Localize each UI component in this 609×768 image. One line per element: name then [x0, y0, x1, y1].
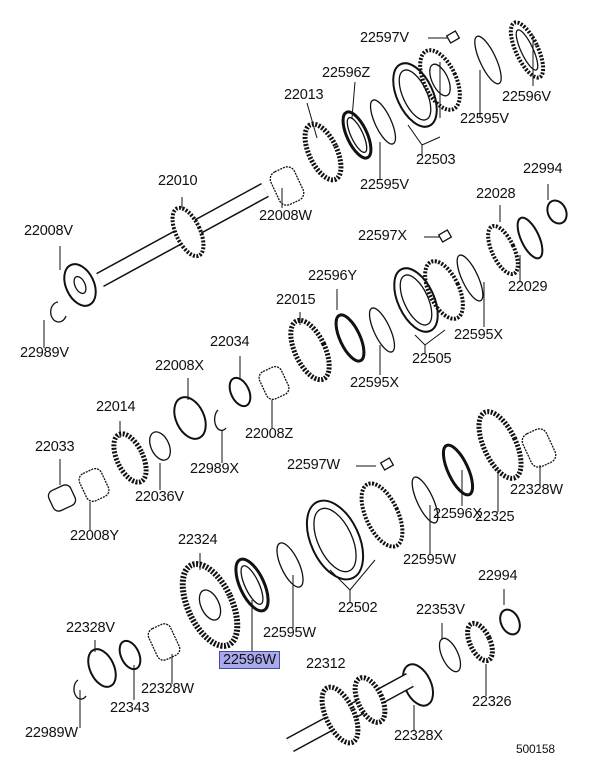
label-22503[interactable]: 22503	[416, 152, 456, 168]
label-22502[interactable]: 22502	[338, 600, 378, 616]
part-22989W-snap-ring	[73, 679, 87, 700]
part-22503-sleeve	[392, 62, 438, 128]
part-22353V-ring	[438, 637, 462, 673]
label-22029[interactable]: 22029	[508, 279, 548, 295]
label-22008Z[interactable]: 22008Z	[245, 426, 293, 442]
label-22596Y[interactable]: 22596Y	[308, 268, 357, 284]
label-22595W[interactable]: 22595W	[403, 552, 456, 568]
part-22595V-snap-ring	[474, 35, 502, 85]
diagram-code: 500158	[516, 742, 555, 756]
label-22994-2[interactable]: 22994	[478, 568, 518, 584]
part-22008Y-bearing	[78, 467, 110, 503]
label-22033[interactable]: 22033	[35, 439, 75, 455]
label-22597V[interactable]: 22597V	[360, 30, 409, 46]
label-22325[interactable]: 22325	[475, 509, 515, 525]
label-22595W-2[interactable]: 22595W	[263, 625, 316, 641]
label-22989X[interactable]: 22989X	[190, 461, 239, 477]
part-22502-sync-hub	[359, 481, 405, 549]
part-22595W-snap-ring-2	[276, 542, 304, 588]
part-22312-countershaft	[286, 672, 414, 753]
part-22596X-ring	[441, 443, 475, 497]
label-22328V[interactable]: 22328V	[66, 620, 115, 636]
part-22010-mainshaft	[96, 182, 269, 288]
label-22328W[interactable]: 22328W	[510, 482, 563, 498]
label-22595X[interactable]: 22595X	[454, 327, 503, 343]
part-22324-gear	[179, 561, 241, 649]
label-22014[interactable]: 22014	[96, 399, 136, 415]
label-22989W[interactable]: 22989W	[25, 725, 78, 741]
label-22324[interactable]: 22324	[178, 532, 218, 548]
label-22596X[interactable]: 22596X	[433, 506, 482, 522]
part-22595X-snap-ring	[456, 254, 484, 302]
part-22595V-snap-ring-2	[369, 99, 397, 145]
part-22325-gear	[476, 409, 524, 481]
label-22015[interactable]: 22015	[276, 292, 316, 308]
label-22595V[interactable]: 22595V	[460, 111, 509, 127]
part-22596W-ring	[234, 557, 270, 613]
label-22008Y[interactable]: 22008Y	[70, 528, 119, 544]
part-22596V-ring	[508, 20, 546, 80]
label-22034[interactable]: 22034	[210, 334, 250, 350]
label-22036V[interactable]: 22036V	[135, 489, 184, 505]
part-22008W-bearing	[269, 166, 305, 206]
part-22328V-bearing	[87, 648, 117, 688]
part-22989V-snap-ring	[50, 301, 67, 323]
part-22326-gear	[465, 620, 495, 664]
part-22008X-bearing	[173, 396, 207, 440]
label-22595V-2[interactable]: 22595V	[360, 177, 409, 193]
part-22994-collar-2	[499, 608, 521, 636]
part-22328W-bearing-2	[147, 623, 181, 661]
label-22353V[interactable]: 22353V	[416, 602, 465, 618]
label-22008X[interactable]: 22008X	[155, 358, 204, 374]
part-22505-sync-hub	[423, 259, 465, 321]
part-22597W-key	[379, 457, 395, 471]
part-22013-gear	[302, 121, 344, 183]
label-22597W[interactable]: 22597W	[287, 457, 340, 473]
part-22503-sync-hub	[418, 48, 462, 112]
label-22597X[interactable]: 22597X	[358, 228, 407, 244]
part-22595W-snap-ring	[411, 476, 439, 524]
label-22994[interactable]: 22994	[523, 161, 563, 177]
part-22595X-snap-ring-2	[368, 307, 396, 353]
label-22596V[interactable]: 22596V	[502, 89, 551, 105]
label-22596W-highlighted[interactable]: 22596W	[219, 651, 280, 669]
label-22328W-2[interactable]: 22328W	[141, 681, 194, 697]
label-22343[interactable]: 22343	[110, 700, 150, 716]
part-22994-collar	[546, 199, 568, 225]
part-22596Z-ring	[341, 110, 373, 160]
part-22028-ring	[486, 223, 520, 277]
part-22015-gear	[288, 317, 332, 383]
part-22596Y-ring	[334, 313, 366, 363]
part-22502-sleeve	[305, 499, 365, 581]
label-22596Z[interactable]: 22596Z	[322, 65, 370, 81]
label-22328X[interactable]: 22328X	[394, 728, 443, 744]
part-22343-collar	[118, 639, 142, 671]
part-22989X-snap-ring	[214, 409, 227, 432]
part-22029-ring	[516, 216, 544, 260]
part-22505-sleeve	[393, 267, 439, 333]
part-22014-gear	[111, 431, 149, 485]
label-22505[interactable]: 22505	[412, 351, 452, 367]
part-22008V-bearing	[63, 263, 97, 307]
label-22989V[interactable]: 22989V	[20, 345, 69, 361]
part-22036V-washer	[149, 431, 171, 461]
part-22597X-key	[437, 229, 453, 243]
label-22013[interactable]: 22013	[284, 87, 324, 103]
part-22597V-key	[445, 30, 461, 44]
label-22008W[interactable]: 22008W	[259, 208, 312, 224]
label-22595X-2[interactable]: 22595X	[350, 375, 399, 391]
part-22328W-bearing	[521, 428, 557, 468]
label-22008V[interactable]: 22008V	[24, 223, 73, 239]
label-22010[interactable]: 22010	[158, 173, 198, 189]
part-22008Z-bearing	[258, 365, 290, 401]
label-22028[interactable]: 22028	[476, 186, 516, 202]
label-22326[interactable]: 22326	[472, 694, 512, 710]
part-22034-collar	[228, 376, 252, 408]
part-22033-collar	[47, 484, 77, 512]
label-22312[interactable]: 22312	[306, 656, 346, 672]
